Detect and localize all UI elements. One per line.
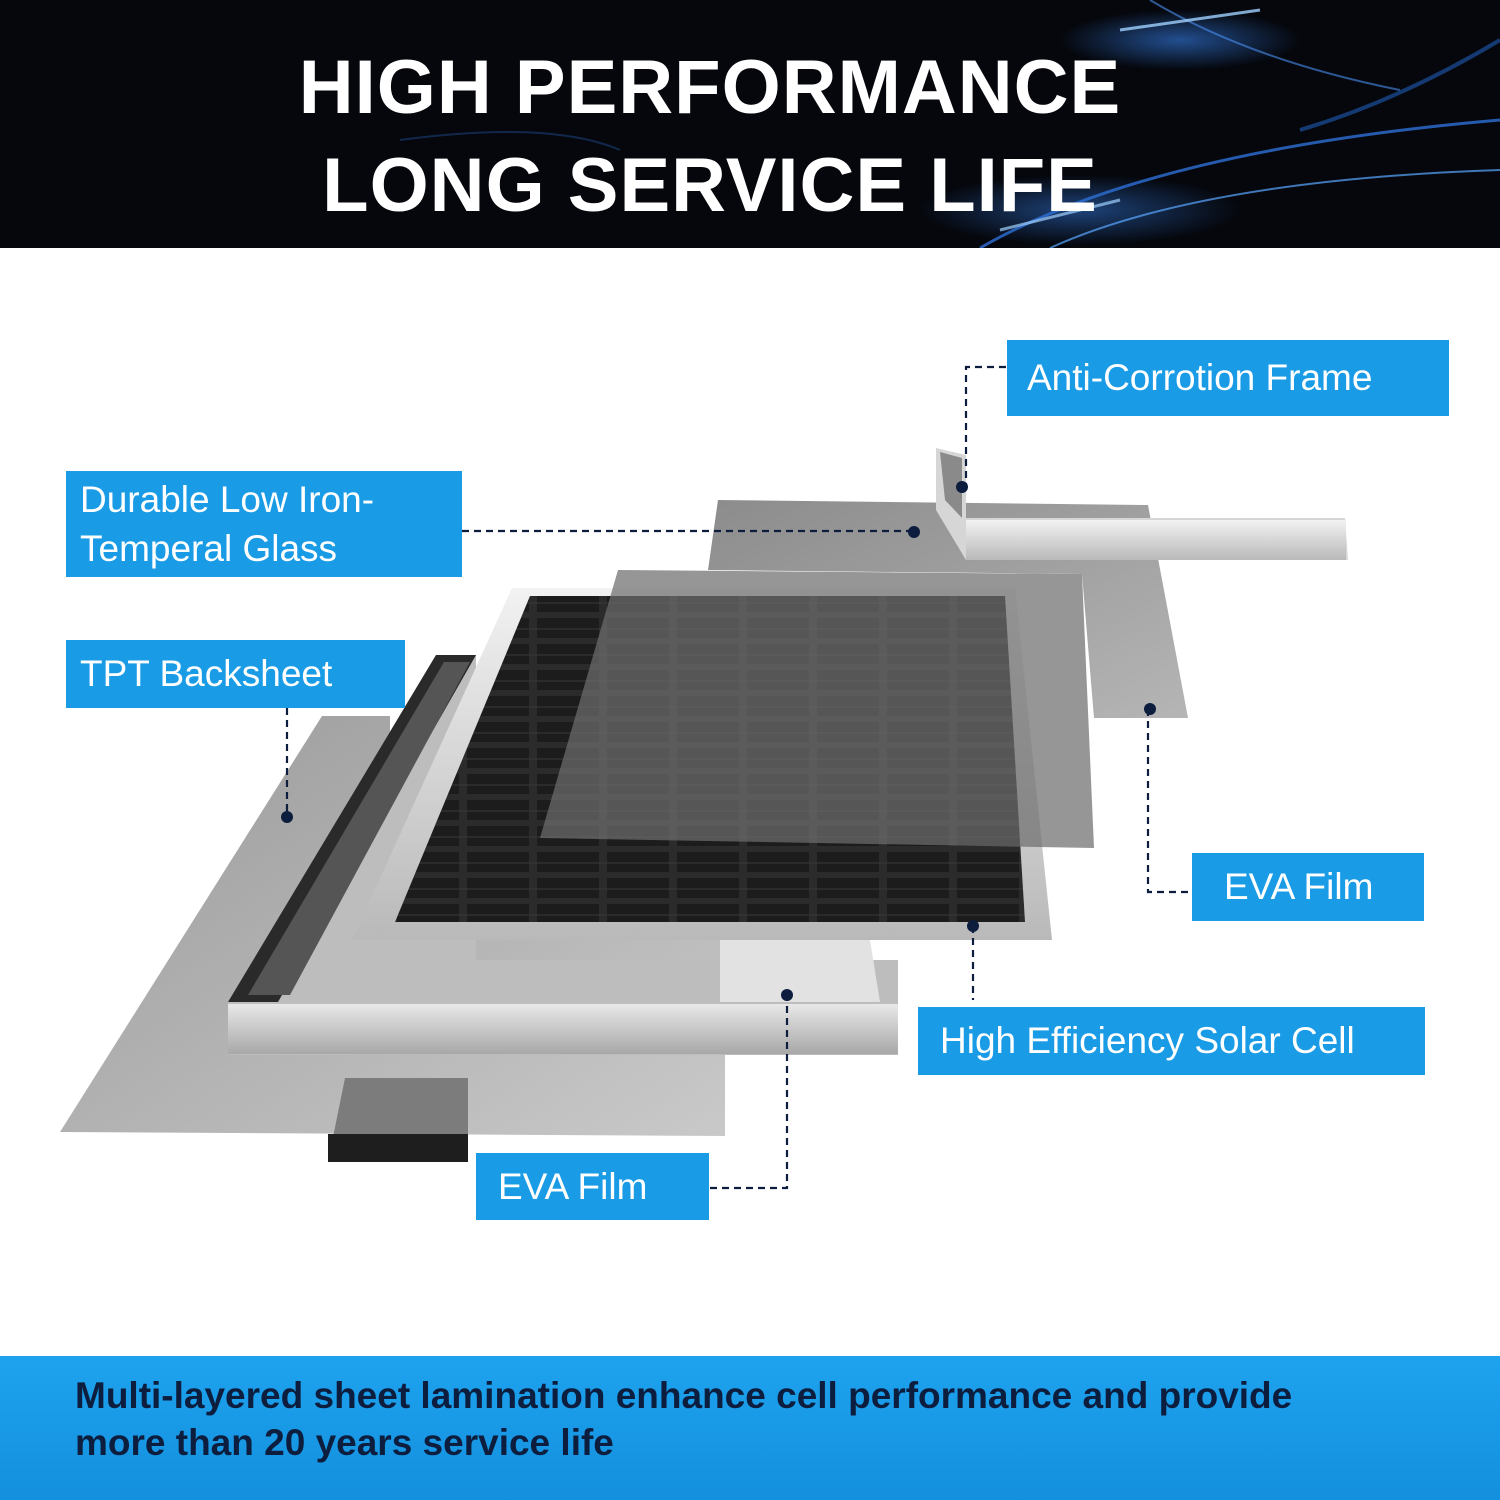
title-line-1: HIGH PERFORMANCE [298, 45, 1122, 130]
label-eva-film-bottom-text: EVA Film [498, 1166, 648, 1207]
eva-film-top-layer [540, 570, 1094, 848]
footer-banner: Multi-layered sheet lamination enhance c… [0, 1356, 1500, 1500]
layer-diagram [0, 248, 1500, 1356]
footer-line-2: more than 20 years service life [75, 1422, 614, 1463]
label-glass: Durable Low Iron- Temperal Glass [66, 471, 462, 577]
label-eva-film-bottom: EVA Film [476, 1153, 709, 1220]
label-solar-cell: High Efficiency Solar Cell [918, 1007, 1425, 1075]
light-streaks [399, 0, 1500, 248]
label-eva-film-right-text: EVA Film [1224, 866, 1374, 907]
label-glass-line1: Durable Low Iron- [80, 479, 375, 520]
label-glass-line2: Temperal Glass [80, 528, 338, 569]
label-eva-film-right: EVA Film [1192, 853, 1424, 921]
label-tpt-backsheet-text: TPT Backsheet [80, 653, 333, 694]
label-anti-corrosion-frame: Anti-Corrotion Frame [1007, 340, 1449, 416]
label-solar-cell-text: High Efficiency Solar Cell [940, 1020, 1355, 1061]
leader-dots [281, 481, 1156, 1001]
label-tpt-backsheet: TPT Backsheet [66, 640, 405, 708]
label-anti-corrosion-frame-text: Anti-Corrotion Frame [1027, 357, 1373, 398]
footer-line-1: Multi-layered sheet lamination enhance c… [75, 1375, 1293, 1416]
title-line-2: LONG SERVICE LIFE [322, 143, 1098, 228]
panel-layers-illustration [60, 365, 1348, 1190]
footer-text: Multi-layered sheet lamination enhance c… [75, 1372, 1475, 1466]
leader-lines [285, 365, 1192, 1190]
header-banner: HIGH PERFORMANCE LONG SERVICE LIFE [0, 0, 1500, 248]
